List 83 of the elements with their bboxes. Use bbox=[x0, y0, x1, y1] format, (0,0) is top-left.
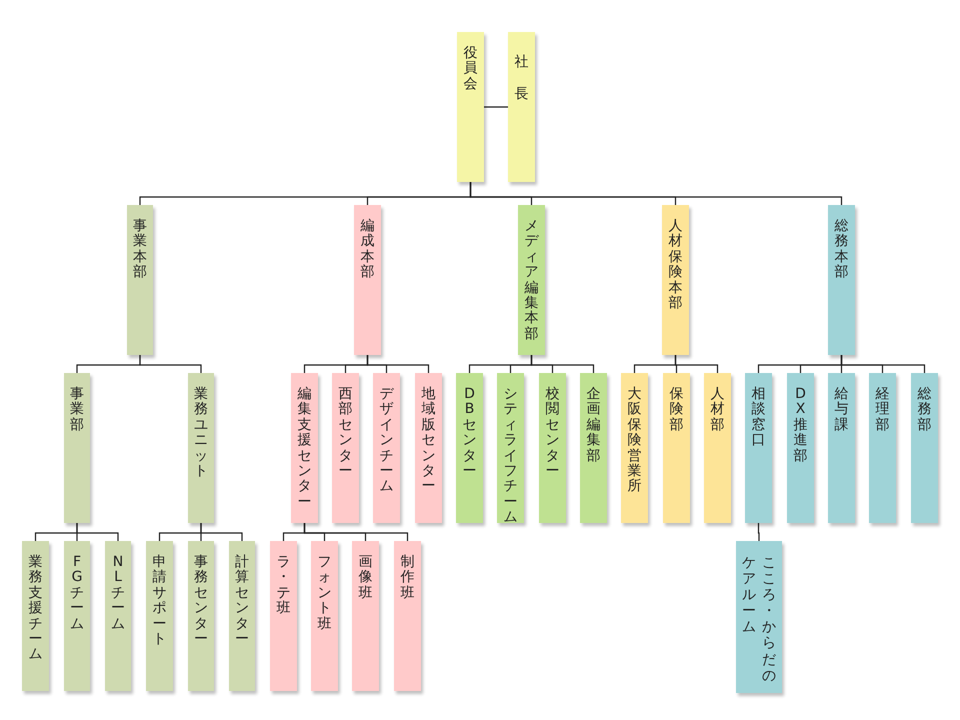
box-label: 人材保険本部 bbox=[668, 219, 682, 312]
box-label: 社長 bbox=[514, 53, 528, 104]
connector-line bbox=[530, 355, 594, 373]
org-box bbox=[869, 373, 896, 523]
org-box bbox=[736, 541, 782, 693]
box-label: 業務支援チーム bbox=[28, 555, 42, 663]
org-box bbox=[127, 205, 153, 355]
org-box bbox=[539, 373, 566, 523]
org-box bbox=[704, 373, 731, 523]
org-box bbox=[662, 205, 689, 355]
box-label: 企画編集部 bbox=[586, 387, 600, 464]
box-label: 総務本部 bbox=[834, 219, 848, 281]
org-box bbox=[394, 541, 421, 691]
org-box bbox=[188, 373, 214, 523]
org-box bbox=[828, 373, 855, 523]
org-box bbox=[663, 373, 690, 523]
org-box bbox=[354, 205, 381, 355]
org-box bbox=[373, 373, 400, 523]
box-label: 経理部 bbox=[876, 387, 890, 434]
org-box bbox=[787, 373, 814, 523]
connector-line bbox=[470, 182, 842, 205]
box-label: 事務センター bbox=[194, 555, 208, 648]
box-label: 地域版センター bbox=[422, 387, 436, 495]
box-label: 人材部 bbox=[710, 387, 724, 434]
org-box bbox=[270, 541, 297, 691]
box-label: NLチーム bbox=[111, 555, 125, 632]
connector-line bbox=[200, 523, 243, 541]
org-box bbox=[291, 373, 318, 523]
box-label: 事業本部 bbox=[133, 219, 147, 281]
box-label: 給与課 bbox=[834, 387, 848, 434]
box-label: 西部センター bbox=[338, 387, 352, 480]
org-box bbox=[146, 541, 173, 691]
box-label: DX推進部 bbox=[794, 387, 808, 464]
box-label: 編集支援センター bbox=[298, 387, 312, 510]
org-box bbox=[229, 541, 255, 691]
box-label: 業務ユニット bbox=[194, 387, 208, 480]
connector-line bbox=[76, 523, 119, 541]
org-box bbox=[456, 373, 483, 523]
org-box bbox=[828, 205, 855, 355]
org-box bbox=[911, 373, 938, 523]
box-label: 大阪保険営業所 bbox=[628, 387, 642, 495]
box-label: シティライフチーム bbox=[504, 387, 518, 526]
org-box bbox=[352, 541, 379, 691]
org-box bbox=[745, 373, 772, 523]
org-box bbox=[415, 373, 442, 523]
box-label: 画像班 bbox=[358, 555, 372, 602]
connector-line bbox=[139, 355, 202, 373]
org-box bbox=[580, 373, 607, 523]
box-label: こころ・からだのケアルーム bbox=[742, 555, 776, 684]
org-box bbox=[22, 541, 49, 691]
box-label: 計算センター bbox=[235, 555, 249, 648]
box-label: 役員会 bbox=[464, 46, 478, 92]
box-label: 相談窓口 bbox=[752, 387, 766, 449]
org-box bbox=[497, 373, 524, 523]
connector-line bbox=[840, 355, 926, 373]
org-box bbox=[518, 205, 545, 355]
box-label: デザインチーム bbox=[380, 387, 394, 495]
org-box bbox=[188, 541, 214, 691]
org-box bbox=[621, 373, 648, 523]
box-label: ラ・テ班 bbox=[276, 555, 290, 617]
box-label: フォント班 bbox=[318, 555, 332, 632]
box-label: 制作班 bbox=[400, 555, 414, 602]
box-label: 事業部 bbox=[70, 387, 84, 434]
org-box bbox=[64, 541, 90, 691]
connector-line bbox=[304, 523, 408, 541]
box-label: メディア編集本部 bbox=[524, 219, 538, 342]
box-label: 総務部 bbox=[918, 387, 932, 434]
connector-line bbox=[484, 106, 508, 108]
org-box bbox=[508, 32, 535, 182]
org-box bbox=[332, 373, 359, 523]
connector-line bbox=[366, 355, 430, 373]
connector-line bbox=[758, 523, 760, 541]
box-label: 申請サポート bbox=[152, 555, 166, 648]
box-label: FGチーム bbox=[70, 555, 84, 632]
box-label: 保険部 bbox=[670, 387, 684, 434]
box-label: 編成本部 bbox=[360, 219, 374, 281]
box-label: DBセンター bbox=[462, 387, 476, 480]
org-box bbox=[105, 541, 131, 691]
box-label: 校閲センター bbox=[546, 387, 560, 480]
org-box bbox=[311, 541, 338, 691]
org-box bbox=[457, 32, 484, 182]
connector-line bbox=[674, 355, 718, 373]
org-box bbox=[64, 373, 90, 523]
